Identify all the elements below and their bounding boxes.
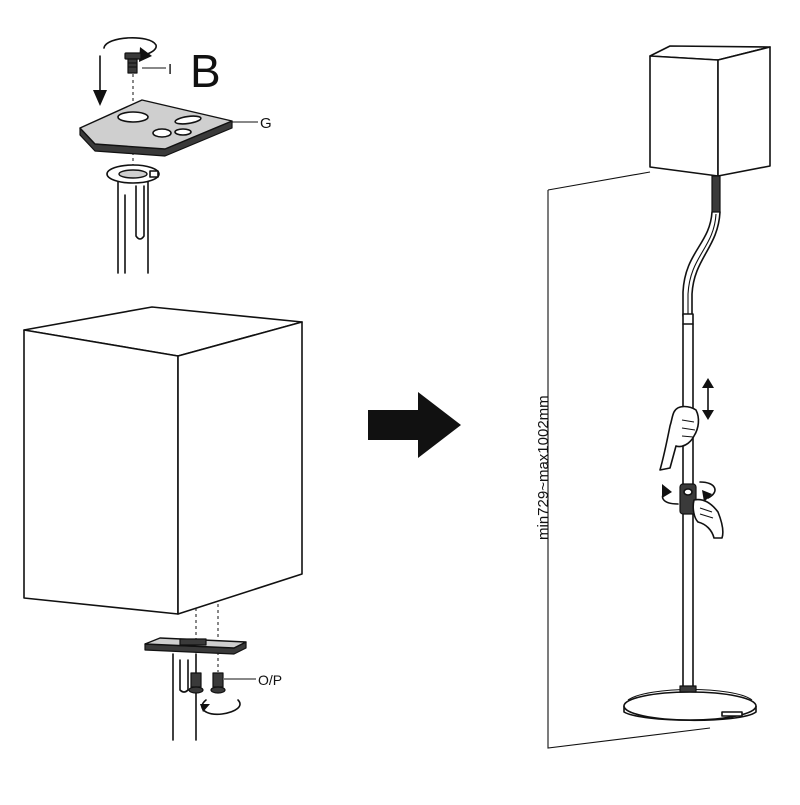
rotate-arrow-icon — [661, 481, 716, 505]
installed-view: min729~max1002mm — [535, 45, 771, 749]
bolt-p — [210, 672, 226, 694]
pole-top-segment — [117, 181, 149, 274]
rotate-arrow-icon — [200, 699, 241, 716]
floor-base — [623, 685, 757, 722]
height-range-label: min729~max1002mm — [535, 395, 552, 540]
next-step-arrow-icon — [368, 392, 461, 458]
collar-ring — [106, 164, 160, 184]
speaker-box — [23, 306, 303, 615]
curved-pole — [682, 211, 721, 317]
up-down-arrow-icon — [702, 378, 714, 420]
mounted-speaker-box — [649, 45, 771, 177]
bolt-o — [188, 672, 204, 694]
hand-icon — [659, 405, 700, 471]
pole-connector — [711, 175, 721, 213]
callout-label-g: G — [260, 115, 272, 132]
hand-icon — [692, 498, 724, 539]
callout-label-op: O/P — [258, 672, 282, 688]
mounting-plate-g — [79, 99, 233, 157]
down-arrow-icon — [93, 55, 107, 106]
bottom-plate — [144, 637, 247, 655]
step-label: B — [190, 45, 221, 97]
screw-i — [124, 52, 142, 74]
height-reference-line — [547, 190, 711, 749]
bottom-mounting-detail: O/P — [144, 604, 282, 741]
top-mounting-detail: I B G — [79, 36, 272, 274]
callout-label-i: I — [168, 61, 172, 78]
